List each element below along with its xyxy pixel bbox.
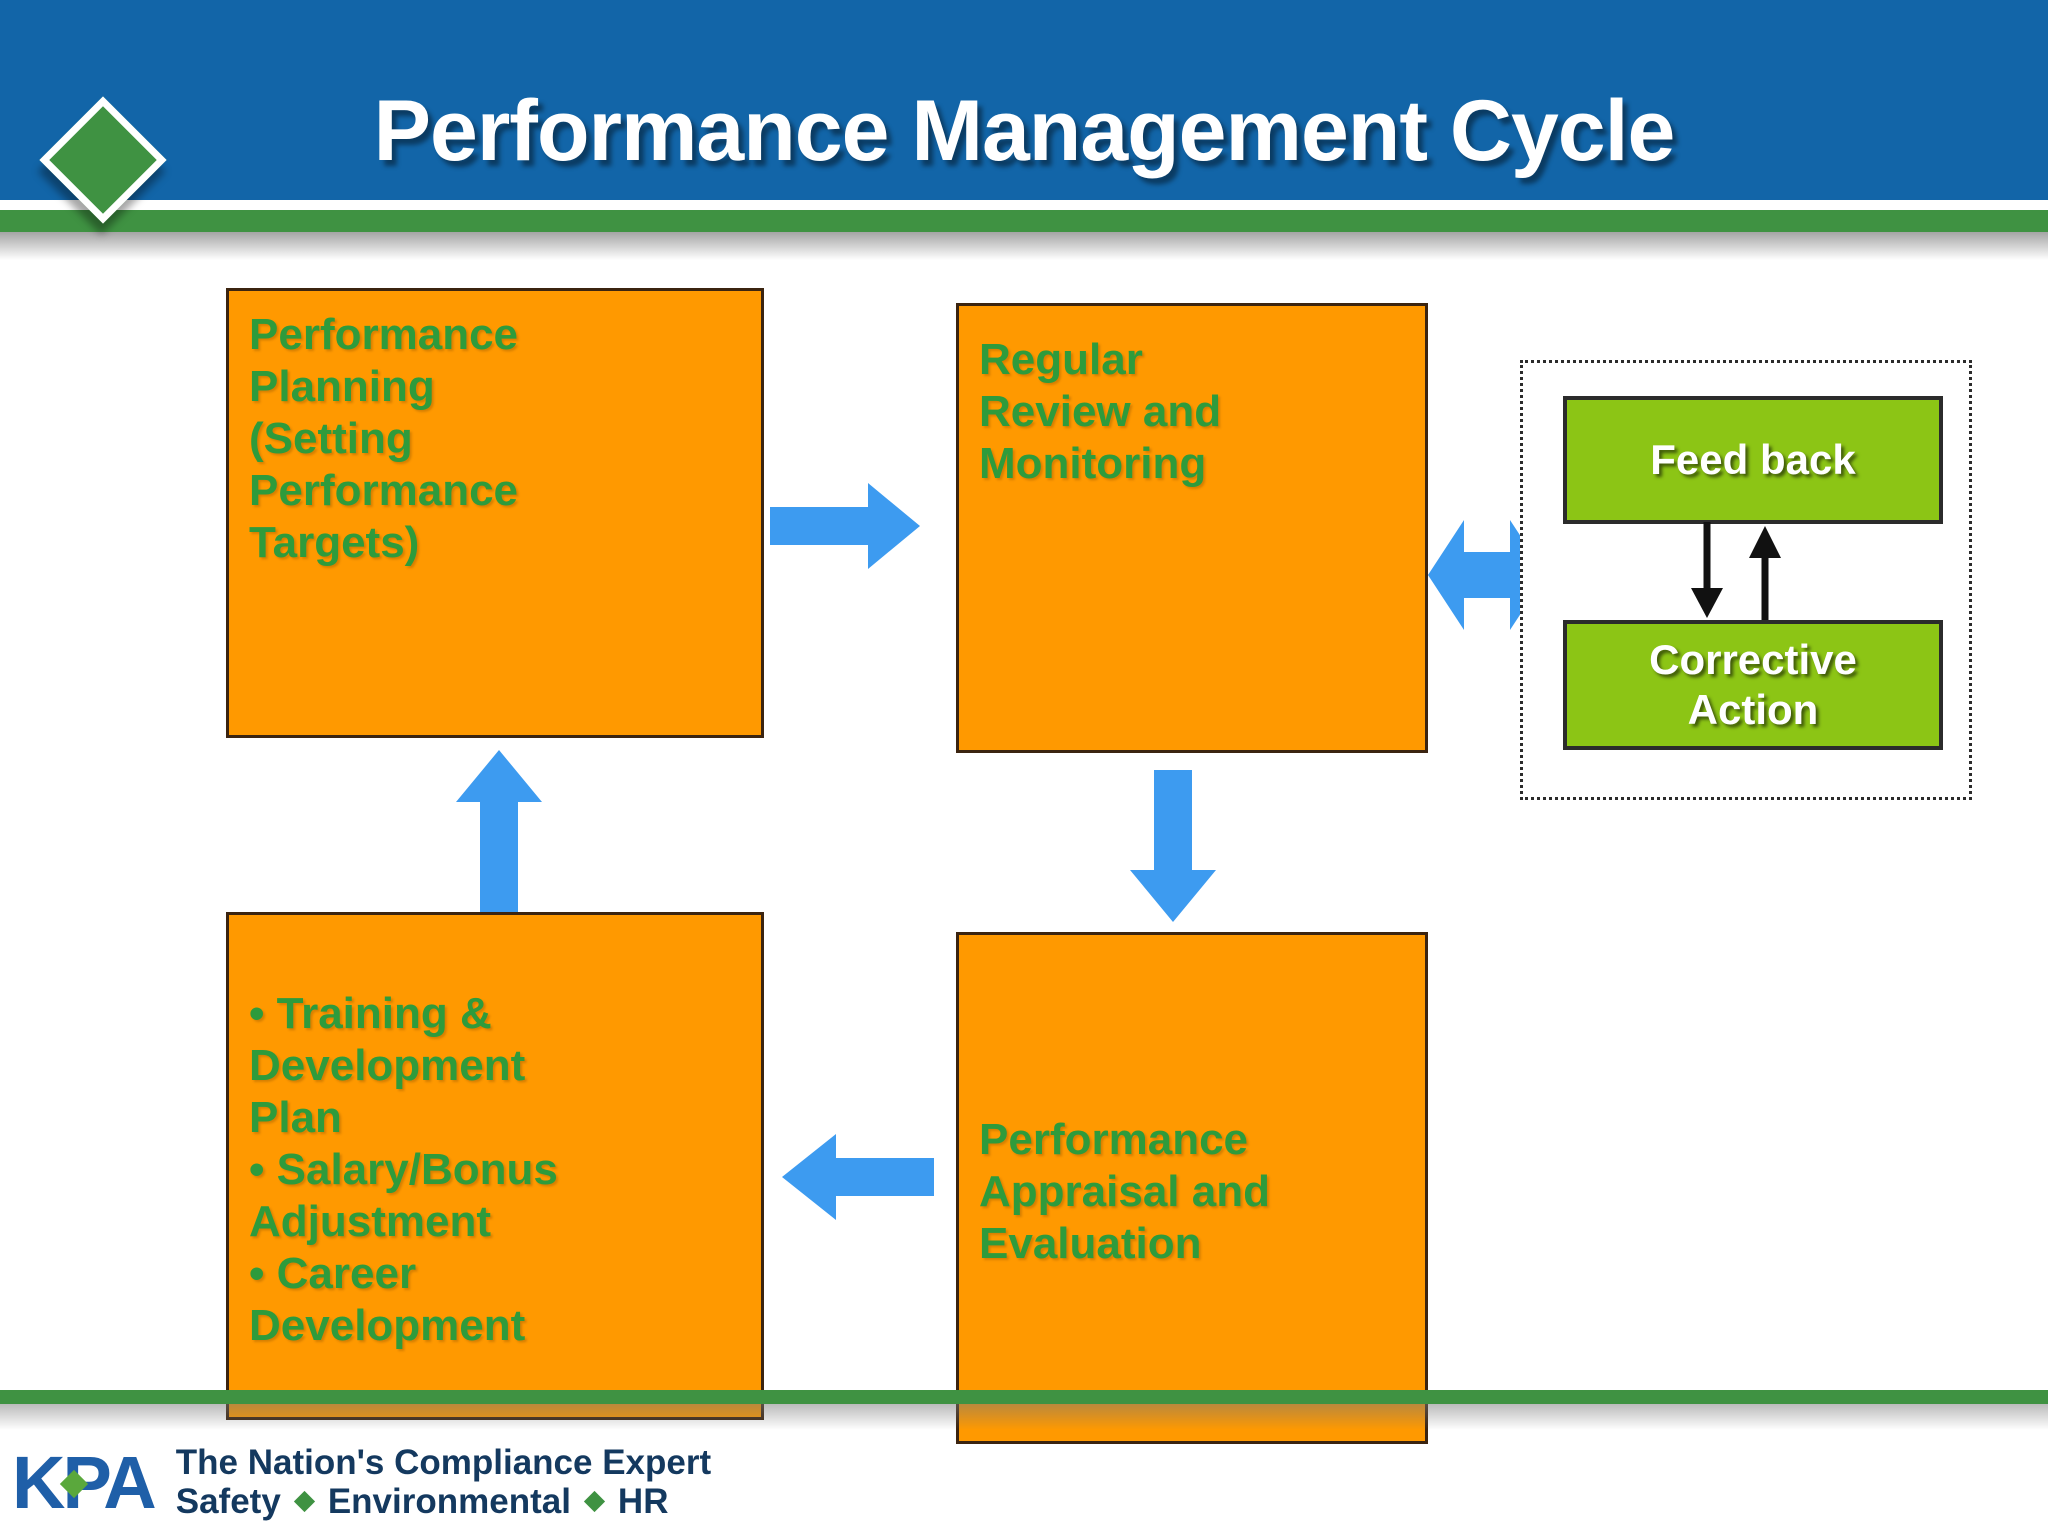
header-shadow (0, 232, 2048, 260)
corrective-line: Corrective (1649, 636, 1857, 684)
arrow-right-icon (770, 483, 920, 569)
arrow-double-horizontal-icon (1428, 520, 1546, 630)
corrective-line: Action (1687, 686, 1819, 733)
box-line: • Career (249, 1248, 417, 1298)
page-title: Performance Management Cycle (373, 83, 1676, 179)
box-line: Plan (249, 1093, 342, 1143)
box-line: Targets) (249, 517, 420, 567)
box-line: Development (249, 1300, 526, 1350)
diamond-separator-icon (293, 1490, 315, 1513)
process-box-training-development[interactable]: • Training & Development Plan • Salary/B… (226, 912, 764, 1420)
box-line: Adjustment (249, 1196, 491, 1246)
box-line: Planning (249, 361, 435, 411)
process-box-regular-review[interactable]: Regular Review and Monitoring (956, 303, 1428, 753)
tagline-line-1: The Nation's Compliance Expert (175, 1442, 712, 1482)
feedback-label: Feed back (1650, 436, 1856, 484)
box-line: Evaluation (979, 1218, 1202, 1268)
arrow-up-icon (456, 750, 542, 912)
box-line: Performance (249, 465, 519, 515)
tagline-environmental: Environmental (327, 1482, 571, 1521)
arrow-up-thin-icon (1749, 526, 1781, 622)
process-box-performance-planning[interactable]: Performance Planning (Setting Performanc… (226, 288, 764, 738)
header-band (0, 0, 2048, 200)
process-box-performance-appraisal[interactable]: Performance Appraisal and Evaluation (956, 932, 1428, 1444)
arrow-left-icon (782, 1134, 934, 1220)
feedback-box[interactable]: Feed back (1563, 396, 1943, 524)
arrow-down-thin-icon (1691, 522, 1723, 618)
box-line: Performance (249, 310, 519, 359)
box-line: • Salary/Bonus (249, 1145, 558, 1195)
kpa-logo[interactable]: KPA The Nation's Compliance Expert Safet… (12, 1432, 892, 1532)
box-line: Monitoring (979, 438, 1207, 488)
kpa-tagline: The Nation's Compliance Expert Safety En… (176, 1443, 711, 1521)
header-green-rule (0, 210, 2048, 232)
corrective-action-box[interactable]: Corrective Action (1563, 620, 1943, 750)
box-line: (Setting (249, 413, 413, 463)
footer-green-rule (0, 1390, 2048, 1404)
box-line: Development (249, 1041, 526, 1091)
footer-shadow (0, 1404, 2048, 1430)
box-line: • Training & (249, 989, 492, 1039)
kpa-wordmark: KPA (12, 1440, 176, 1525)
box-line: Performance (979, 1115, 1249, 1165)
box-line: Regular (979, 335, 1143, 384)
header-white-rule (0, 200, 2048, 210)
box-line: Appraisal and (979, 1167, 1270, 1217)
tagline-safety: Safety (175, 1482, 281, 1521)
tagline-hr: HR (617, 1482, 669, 1521)
tagline-line-2: Safety Environmental HR (176, 1482, 711, 1521)
box-line: Review and (979, 386, 1222, 436)
arrow-down-icon (1130, 770, 1216, 922)
diamond-separator-icon (583, 1490, 606, 1513)
feedback-loop-arrows (1691, 522, 1781, 622)
